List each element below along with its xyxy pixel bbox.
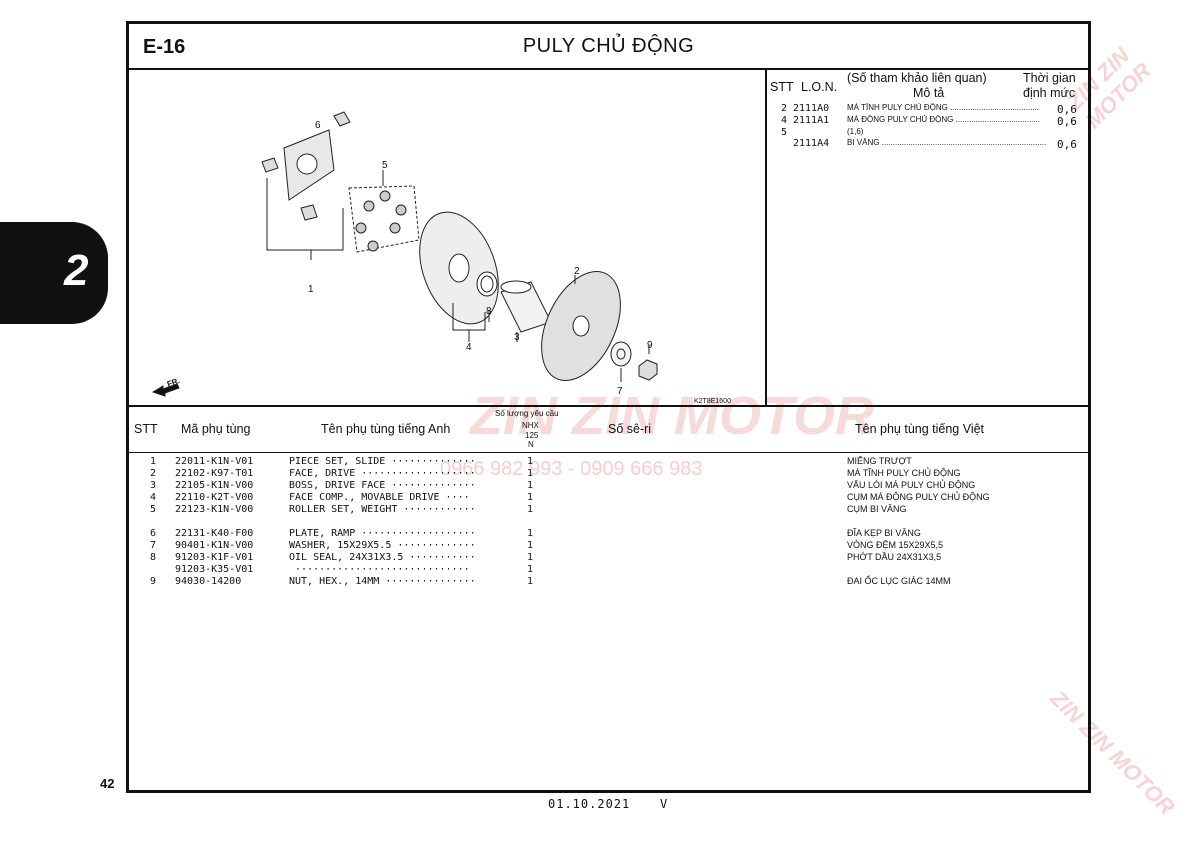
divider-horizontal bbox=[129, 405, 1088, 407]
chapter-tab: 2 bbox=[0, 222, 108, 324]
time-col-lon: L.O.N. bbox=[801, 80, 838, 94]
table-row: 91203-K35-V01 ··························… bbox=[175, 564, 534, 575]
parts-col-qty-title: Số lượng yêu cầu bbox=[495, 409, 559, 418]
section-code: E-16 bbox=[143, 36, 186, 58]
parts-col-part-no: Mã phụ tùng bbox=[181, 422, 251, 436]
callout-9: 9 bbox=[647, 340, 653, 351]
time-col-stt: STT bbox=[770, 80, 794, 94]
parts-col-serial: Số sê-ri bbox=[608, 422, 652, 436]
table-row: 7 90401-K1N-V00 WASHER, 15X29X5.5 ······… bbox=[150, 540, 944, 551]
time-col-ref: (Số tham khảo liên quan) bbox=[847, 71, 987, 85]
parts-col-stt: STT bbox=[134, 422, 158, 436]
callout-7: 7 bbox=[617, 386, 623, 397]
table-row: 3 22105-K1N-V00 BOSS, DRIVE FACE ·······… bbox=[150, 480, 976, 491]
labor-time-table: STT L.O.N. (Số tham khảo liên quan) Mô t… bbox=[770, 71, 1077, 151]
parts-col-qty-model-3: N bbox=[528, 440, 534, 449]
exploded-diagram-drawing bbox=[151, 111, 658, 397]
time-col-time-2: định mức bbox=[1023, 86, 1076, 100]
page-number: 42 bbox=[100, 776, 115, 791]
parts-col-qty-model-2: 125 bbox=[525, 431, 539, 440]
table-row: 8 91203-K1F-V01 OIL SEAL, 24X31X3.5 ····… bbox=[150, 552, 942, 563]
table-row: 9 94030-14200 NUT, HEX., 14MM ··········… bbox=[150, 576, 951, 587]
callout-2: 2 bbox=[574, 266, 580, 277]
page-title: PULY CHỦ ĐỘNG bbox=[522, 35, 695, 57]
footer-date: 01.10.2021 bbox=[548, 797, 631, 811]
page-frame: E-16 PULY CHỦ ĐỘNG bbox=[126, 21, 1091, 793]
table-row: 5 22123-K1N-V00 ROLLER SET, WEIGHT ·····… bbox=[150, 504, 907, 515]
table-row: 4 22110-K2T-V00 FACE COMP., MOVABLE DRIV… bbox=[150, 492, 990, 503]
table-row: 1 22011-K1N-V01 PIECE SET, SLIDE ·······… bbox=[150, 456, 912, 467]
parts-col-name-vi: Tên phụ tùng tiếng Việt bbox=[855, 422, 985, 436]
divider-vertical bbox=[765, 70, 767, 405]
time-col-time-1: Thời gian bbox=[1023, 71, 1076, 85]
callout-4: 4 bbox=[466, 342, 472, 353]
figure-code: K2T8E1600 bbox=[694, 398, 731, 405]
exploded-diagram: 6 5 2 1 8 4 3 9 7 FR. K2T8E1600 bbox=[129, 70, 765, 405]
time-col-desc: Mô tả bbox=[913, 86, 945, 100]
parts-col-name-en: Tên phụ tùng tiếng Anh bbox=[321, 422, 451, 436]
callout-5: 5 bbox=[382, 160, 388, 171]
table-row: 2 22102-K97-T01 FACE, DRIVE ············… bbox=[150, 468, 961, 479]
chapter-tab-number: 2 bbox=[64, 246, 89, 295]
callout-6: 6 bbox=[315, 120, 321, 131]
parts-col-qty-model-1: NHX bbox=[522, 421, 539, 430]
callout-1: 1 bbox=[308, 284, 314, 295]
callout-3: 3 bbox=[514, 332, 520, 343]
callout-8: 8 bbox=[486, 306, 492, 317]
page-header: E-16 PULY CHỦ ĐỘNG bbox=[129, 24, 1088, 70]
footer-mark: V bbox=[660, 797, 669, 811]
parts-header-divider bbox=[129, 452, 1088, 453]
table-row: 6 22131-K40-F00 PLATE, RAMP ············… bbox=[150, 528, 921, 539]
